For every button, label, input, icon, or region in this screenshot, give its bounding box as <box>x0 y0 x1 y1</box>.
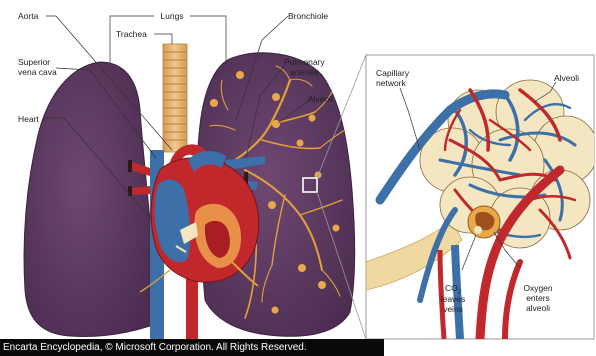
co2-text: CO <box>445 283 458 293</box>
label-co2-leaves-veins-line2: leaves <box>436 294 470 304</box>
copyright-credit: Encarta Encyclopedia, © Microsoft Corpor… <box>0 339 384 356</box>
label-oxygen-enters-alveoli-line1: Oxygen <box>518 283 558 293</box>
trachea <box>163 44 187 152</box>
label-trachea: Trachea <box>116 29 147 39</box>
label-capillary-network-line2: network <box>376 78 406 88</box>
label-superior-vena-cava-line1: Superior <box>18 57 50 67</box>
label-pulmonary-arteries-line2: arteries <box>290 67 318 77</box>
label-heart: Heart <box>18 114 39 124</box>
gas-exchange-alveolus <box>468 206 500 238</box>
label-bronchiole: Bronchiole <box>288 11 328 21</box>
label-aorta: Aorta <box>18 11 38 21</box>
label-alveoli-lung: Alveoli <box>308 94 333 104</box>
label-capillary-network-line1: Capillary <box>376 68 409 78</box>
label-oxygen-enters-alveoli-line3: alveoli <box>518 303 558 313</box>
label-alveoli-inset: Alveoli <box>554 73 579 83</box>
label-lungs: Lungs <box>156 11 188 21</box>
label-co2-leaves-veins-line3: veins <box>436 304 470 314</box>
label-pulmonary-arteries-line1: Pulmonary <box>284 57 325 67</box>
label-superior-vena-cava-line2: vena cava <box>18 67 57 77</box>
label-oxygen-enters-alveoli-line2: enters <box>518 293 558 303</box>
